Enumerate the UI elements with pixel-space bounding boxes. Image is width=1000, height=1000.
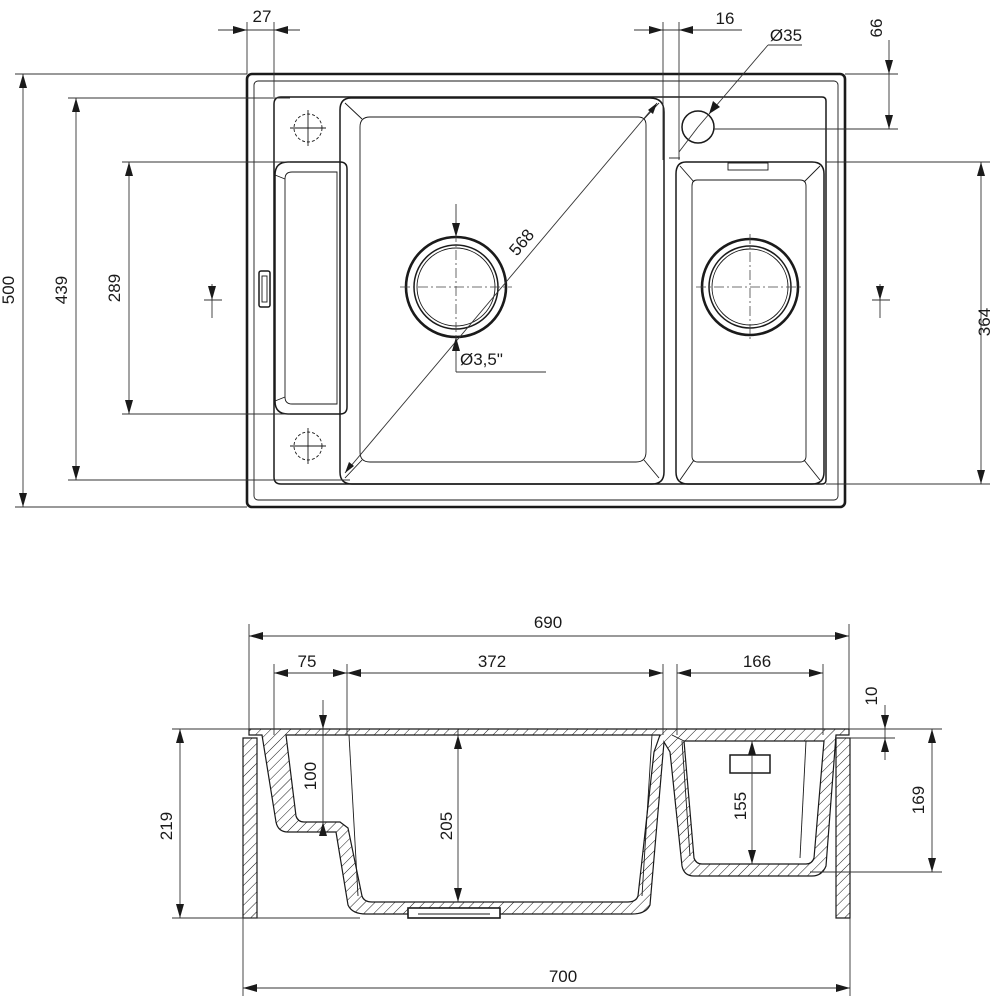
small-bowl-overflow xyxy=(727,162,769,171)
dim-small-bowl-width: 166 xyxy=(743,652,771,671)
drainer-area xyxy=(274,161,348,415)
worktop-right xyxy=(835,737,851,919)
dim-inner-depth: 439 xyxy=(52,276,71,304)
dim-drainer-width: 75 xyxy=(298,652,317,671)
dim-overall-height: 219 xyxy=(157,812,176,840)
overflow-box xyxy=(729,754,771,774)
dim-rim-thickness: 10 xyxy=(862,687,881,706)
dim-overall-width-bottom: 700 xyxy=(549,967,577,986)
dim-tap-offset: 66 xyxy=(867,19,886,38)
tap-hole-label: Ø35 xyxy=(770,26,802,45)
dim-small-bowl-depth: 364 xyxy=(975,308,994,336)
main-bowl xyxy=(339,97,665,485)
small-bowl xyxy=(675,161,825,485)
worktop-left xyxy=(242,737,258,919)
waste-label: Ø3,5" xyxy=(460,350,503,369)
dim-cabinet-height: 169 xyxy=(909,786,928,814)
dim-main-bowl-depth: 205 xyxy=(437,812,456,840)
dim-diagonal: 568 xyxy=(505,225,538,259)
dim-divider-width: 16 xyxy=(716,9,735,28)
side-view: 690 75 372 166 10 219 xyxy=(157,613,942,996)
overflow-slot xyxy=(258,270,271,308)
sink-section xyxy=(248,728,850,915)
dim-small-bowl-depth-side: 155 xyxy=(731,792,750,820)
dim-main-bowl-width: 372 xyxy=(478,652,506,671)
tap-hole xyxy=(681,110,715,144)
dim-drainer-depth: 100 xyxy=(301,762,320,790)
dim-edge-to-drainer: 27 xyxy=(253,7,272,26)
waste-fitting xyxy=(407,907,501,919)
dim-overall-depth: 500 xyxy=(0,276,18,304)
fixing-bolt-icon xyxy=(290,110,326,146)
top-view: 568 500 439 289 27 xyxy=(0,7,994,509)
sink-outer-rim xyxy=(245,72,847,509)
fixing-bolt-icon xyxy=(290,428,326,464)
dim-overall-width-top: 690 xyxy=(534,613,562,632)
dim-drainer-length: 289 xyxy=(105,274,124,302)
